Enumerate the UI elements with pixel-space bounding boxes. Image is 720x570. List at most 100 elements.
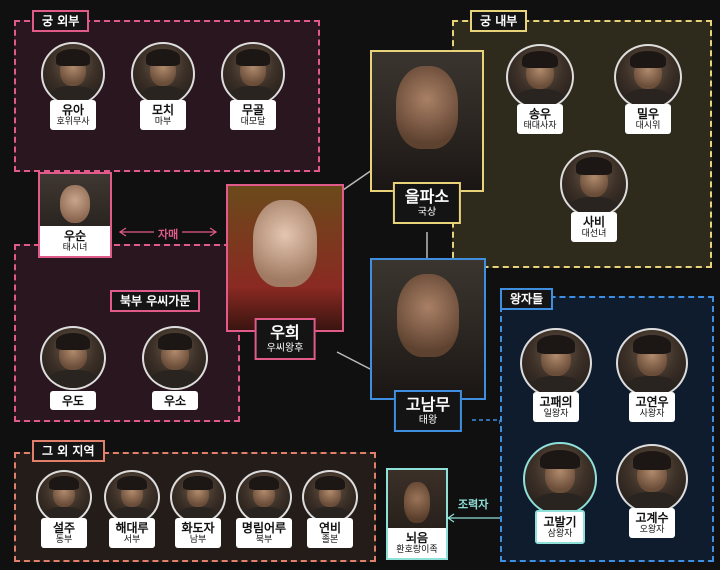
- portrait: [614, 44, 682, 110]
- portrait: [36, 470, 92, 524]
- outer-palace-tag: 궁 외부: [32, 10, 90, 32]
- name: 우소: [163, 394, 187, 408]
- portrait: [41, 42, 105, 106]
- role: 우씨왕후: [266, 343, 304, 354]
- role: 졸본: [321, 535, 339, 545]
- princes-tag: 왕자들: [500, 288, 554, 310]
- portrait: [142, 326, 208, 390]
- person-uhui: [226, 184, 344, 332]
- name: 고발기: [543, 515, 577, 529]
- portrait: [506, 44, 574, 110]
- role: 동부: [55, 535, 73, 545]
- role: 일왕자: [543, 409, 569, 419]
- portrait: [170, 470, 226, 524]
- portrait: [520, 328, 592, 398]
- name-plate: 우도: [50, 391, 96, 410]
- name: 고계수: [635, 511, 669, 525]
- sisters-label: 자매: [154, 226, 183, 242]
- portrait: [560, 150, 628, 218]
- portrait: [104, 470, 160, 524]
- role: 사왕자: [639, 409, 665, 419]
- name: 화도자: [181, 521, 215, 535]
- role: 오왕자: [639, 525, 665, 535]
- other-regions-tag: 그 외 지역: [32, 440, 105, 462]
- portrait: [253, 200, 317, 287]
- portrait: [616, 328, 688, 398]
- name: 우순: [63, 229, 87, 243]
- portrait: [236, 470, 292, 524]
- name: 뇌음: [405, 531, 429, 545]
- portrait: [131, 42, 195, 106]
- role: 마부: [154, 117, 172, 127]
- role: 대시위: [635, 121, 661, 131]
- name: 고남무: [405, 395, 451, 414]
- name: 무골: [241, 103, 265, 117]
- name: 사비: [582, 215, 606, 229]
- portrait: [59, 185, 91, 224]
- name: 명림어루: [241, 521, 287, 535]
- inner-palace-tag: 궁 내부: [470, 10, 528, 32]
- role: 북부: [255, 535, 273, 545]
- name: 우희: [270, 323, 300, 342]
- role: 대선녀: [581, 229, 607, 239]
- name: 모치: [151, 103, 175, 117]
- role: 호위무사: [56, 117, 90, 127]
- role: 대모달: [240, 117, 266, 127]
- portrait: [40, 326, 106, 390]
- role: 태왕: [418, 415, 438, 426]
- person-udo: 우도: [36, 326, 110, 410]
- role: 환호랑이족: [396, 545, 438, 555]
- person-eulpaso: [370, 50, 484, 192]
- name-plate: 우소: [152, 391, 198, 410]
- portrait: [523, 442, 597, 516]
- name: 우도: [61, 394, 85, 408]
- helper-label: 조력자: [458, 498, 489, 511]
- person-gonammu: [370, 258, 486, 400]
- portrait: [302, 470, 358, 524]
- portrait: [616, 444, 688, 514]
- name: 밀우: [636, 107, 660, 121]
- role: 서부: [123, 535, 141, 545]
- portrait: [221, 42, 285, 106]
- name: 고패의: [539, 395, 573, 409]
- name: 해대루: [115, 521, 149, 535]
- name: 연비: [318, 521, 342, 535]
- portrait: [396, 65, 458, 149]
- name: 유아: [61, 103, 85, 117]
- name: 설주: [52, 521, 76, 535]
- name: 송우: [528, 107, 552, 121]
- name: 을파소: [404, 187, 450, 206]
